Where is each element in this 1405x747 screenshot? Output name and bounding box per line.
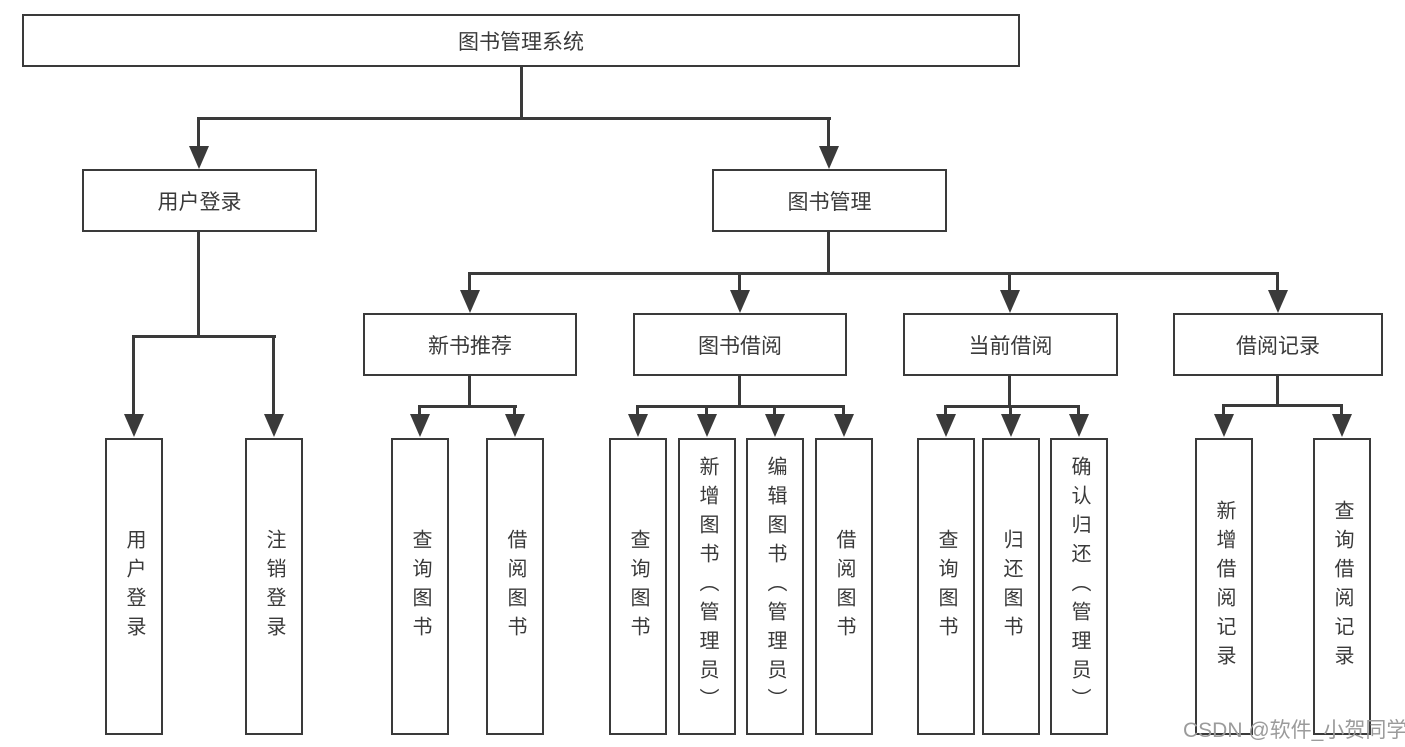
node-book-borrowing: 图书借阅: [633, 313, 847, 376]
connector-current-borrowing-v: [1008, 375, 1011, 408]
connector-stub-query-books-3: [944, 405, 947, 418]
node-borrow-books-1-label: 借阅图书: [504, 528, 526, 645]
node-add-books-admin-label: 新增图书（管理员）: [696, 456, 718, 717]
node-book-borrowing-label: 图书借阅: [698, 334, 782, 358]
connector-stub-logout: [272, 335, 275, 418]
connector-stub-query-borrow-record: [1340, 404, 1343, 418]
connector-book-borrowing-v: [738, 375, 741, 408]
connector-stub-user-login: [197, 117, 200, 150]
connector-stub-book-management: [827, 117, 830, 150]
connector-root-trunk: [520, 66, 523, 120]
arrow-down-icon: [697, 414, 717, 437]
node-user-login: 用户登录: [82, 169, 317, 232]
connector-level3-h: [468, 272, 1279, 275]
node-current-borrowing-label: 当前借阅: [968, 334, 1053, 358]
node-root-label: 图书管理系统: [458, 30, 584, 54]
node-query-books-1-label: 查询图书: [409, 528, 431, 645]
node-logout: 注销登录: [245, 438, 303, 735]
node-borrowing-records-label: 借阅记录: [1236, 334, 1320, 358]
node-root: 图书管理系统: [22, 14, 1020, 67]
connector-book-management-v: [827, 232, 830, 275]
connector-stub-query-books-2: [636, 405, 639, 418]
arrow-down-icon: [1268, 290, 1288, 313]
node-edit-books-admin-label: 编辑图书（管理员）: [764, 456, 786, 717]
node-add-borrow-record-label: 新增借阅记录: [1213, 499, 1235, 674]
arrow-down-icon: [1332, 414, 1352, 437]
node-new-book-recommend: 新书推荐: [363, 313, 577, 376]
arrow-down-icon: [1000, 290, 1020, 313]
connector-stub-login: [132, 335, 135, 418]
node-query-borrow-record-label: 查询借阅记录: [1331, 499, 1353, 674]
connector-user-login-split-h: [132, 335, 276, 338]
node-book-management-label: 图书管理: [787, 190, 872, 214]
node-borrow-books-1: 借阅图书: [486, 438, 544, 735]
arrow-down-icon: [819, 146, 839, 169]
connector-stub-new-book-recommend: [468, 272, 471, 294]
node-logout-label: 注销登录: [263, 528, 285, 645]
arrow-down-icon: [834, 414, 854, 437]
node-query-books-1: 查询图书: [391, 438, 449, 735]
arrow-down-icon: [765, 414, 785, 437]
arrow-down-icon: [264, 414, 284, 437]
connector-book-borrowing-split-h: [636, 405, 845, 408]
connector-new-book-recommend-split-h: [418, 405, 517, 408]
connector-stub-add-books: [705, 405, 708, 418]
connector-stub-current-borrowing: [1008, 272, 1011, 294]
arrow-down-icon: [730, 290, 750, 313]
node-add-borrow-record: 新增借阅记录: [1195, 438, 1253, 735]
node-query-books-2: 查询图书: [609, 438, 667, 735]
node-query-books-3: 查询图书: [917, 438, 975, 735]
node-user-login-label: 用户登录: [157, 190, 242, 214]
arrow-down-icon: [124, 414, 144, 437]
node-edit-books-admin: 编辑图书（管理员）: [746, 438, 804, 735]
arrow-down-icon: [1001, 414, 1021, 437]
arrow-down-icon: [1214, 414, 1234, 437]
connector-stub-book-borrowing: [738, 272, 741, 294]
connector-stub-add-borrow-record: [1222, 404, 1225, 418]
connector-stub-borrow-books-2: [842, 405, 845, 418]
node-book-management: 图书管理: [712, 169, 947, 232]
node-query-borrow-record: 查询借阅记录: [1313, 438, 1371, 735]
arrow-down-icon: [936, 414, 956, 437]
connector-borrowing-records-v: [1276, 375, 1279, 407]
node-query-books-3-label: 查询图书: [935, 528, 957, 645]
node-borrow-books-2: 借阅图书: [815, 438, 873, 735]
connector-stub-return-books: [1009, 405, 1012, 418]
node-borrow-books-2-label: 借阅图书: [833, 528, 855, 645]
connector-stub-confirm-return: [1077, 405, 1080, 418]
arrow-down-icon: [628, 414, 648, 437]
connector-stub-edit-books: [773, 405, 776, 418]
connector-stub-borrowing-records: [1276, 272, 1279, 294]
node-return-books: 归还图书: [982, 438, 1040, 735]
connector-new-book-recommend-v: [468, 375, 471, 408]
node-borrowing-records: 借阅记录: [1173, 313, 1383, 376]
node-add-books-admin: 新增图书（管理员）: [678, 438, 736, 735]
node-new-book-recommend-label: 新书推荐: [428, 334, 512, 358]
arrow-down-icon: [505, 414, 525, 437]
connector-level2-h: [197, 117, 831, 120]
watermark: CSDN @软件_小贺同学: [1183, 719, 1405, 742]
connector-stub-query-books-1: [418, 405, 421, 418]
node-confirm-return-admin: 确认归还（管理员）: [1050, 438, 1108, 735]
connector-user-login-v: [197, 232, 200, 338]
connector-current-borrowing-split-h: [944, 405, 1080, 408]
arrow-down-icon: [1069, 414, 1089, 437]
node-login-label: 用户登录: [123, 528, 145, 645]
arrow-down-icon: [189, 146, 209, 169]
node-confirm-return-admin-label: 确认归还（管理员）: [1068, 456, 1090, 717]
connector-stub-borrow-books-1: [513, 405, 516, 418]
connector-borrowing-records-split-h: [1222, 404, 1343, 407]
arrow-down-icon: [460, 290, 480, 313]
arrow-down-icon: [410, 414, 430, 437]
node-login: 用户登录: [105, 438, 163, 735]
node-current-borrowing: 当前借阅: [903, 313, 1118, 376]
node-query-books-2-label: 查询图书: [627, 528, 649, 645]
node-return-books-label: 归还图书: [1000, 528, 1022, 645]
